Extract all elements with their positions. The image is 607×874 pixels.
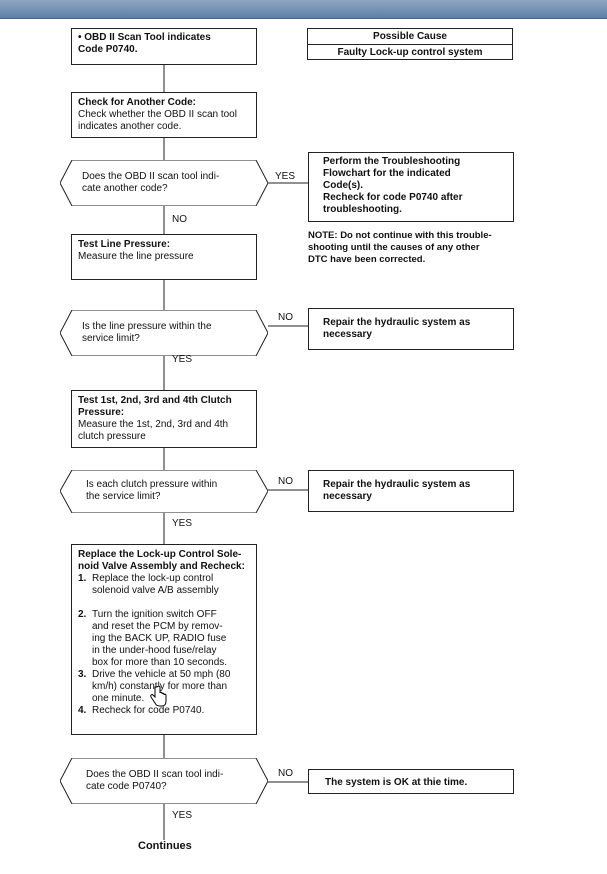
check-another-code-box: Check for Another Code: Check whether th… (71, 92, 257, 138)
replace-solenoid-box: Replace the Lock-up Control Sole- noid V… (71, 544, 257, 735)
perform-troubleshooting-box: Perform the Troubleshooting Flowchart fo… (308, 152, 514, 222)
decision-line-pressure-line-1: Is the line pressure within the (82, 321, 212, 332)
flow-connectors (163, 65, 308, 840)
step-line: km/h) constantly for more than (92, 681, 228, 692)
repair1-line-2: necessary (323, 329, 372, 340)
replace-title-2: noid Valve Assembly and Recheck: (78, 561, 245, 572)
step-line: solenoid valve A/B assembly (92, 585, 219, 596)
line-pressure-title: Test Line Pressure: (78, 239, 171, 250)
clutch-pressure-box: Test 1st, 2nd, 3rd and 4th Clutch Pressu… (71, 390, 257, 448)
no-label-q2: NO (278, 312, 293, 323)
step-line: and reset the PCM by remov- (92, 621, 223, 632)
note-line-2: shooting until the causes of any other (308, 242, 480, 253)
step-line: box for more than 10 seconds. (92, 657, 228, 668)
check-another-code-body: Check whether the OBD II scan tool indic… (78, 109, 237, 132)
note-line-1: NOTE: Do not continue with this trouble- (308, 230, 492, 241)
possible-cause-table: Possible Cause Faulty Lock-up control sy… (307, 28, 513, 60)
no-label-q1: NO (172, 214, 187, 225)
repair2-line-1: Repair the hydraulic system as (323, 479, 471, 490)
yes-label-q3: YES (172, 518, 193, 529)
decision-line-pressure-line-2: service limit? (82, 333, 140, 344)
replace-title-1: Replace the Lock-up Control Sole- (78, 549, 242, 560)
yes-label-q4: YES (172, 810, 193, 821)
decision-clutch-pressure: Is each clutch pressure within the servi… (60, 470, 268, 513)
step-line: Recheck for code P0740. (92, 705, 205, 716)
check-another-code-title: Check for Another Code: (78, 97, 196, 108)
step-line: Drive the vehicle at 50 mph (80 (92, 669, 231, 680)
step-line: Turn the ignition switch OFF (92, 609, 217, 620)
perform-line-2: Flowchart for the indicated (323, 168, 451, 179)
step-line: ing the BACK UP, RADIO fuse (92, 633, 227, 644)
line-pressure-box: Test Line Pressure: Measure the line pre… (71, 234, 257, 280)
clutch-pressure-body-2: clutch pressure (78, 431, 146, 442)
perform-line-3: Code(s). (323, 180, 363, 191)
perform-line-1: Perform the Troubleshooting (323, 156, 461, 167)
step-line: Replace the lock-up control (92, 573, 214, 584)
system-ok-text: The system is OK at thie time. (325, 777, 468, 788)
step-number: 2. (78, 609, 87, 620)
decision-code-p0740-line-2: cate code P0740? (86, 781, 167, 792)
note-line-3: DTC have been corrected. (308, 254, 426, 265)
repair2-line-2: necessary (323, 491, 372, 502)
clutch-pressure-body-1: Measure the 1st, 2nd, 3rd and 4th (78, 419, 229, 430)
start-box: • OBD II Scan Tool indicates Code P0740. (71, 28, 257, 65)
repair-hydraulic-box-1: Repair the hydraulic system as necessary (308, 308, 514, 350)
start-box-line-2: Code P0740. (78, 44, 138, 55)
no-label-q3: NO (278, 476, 293, 487)
note-text: NOTE: Do not continue with this trouble-… (308, 230, 492, 266)
perform-line-4: Recheck for code P0740 after (323, 192, 463, 203)
step-number: 4. (78, 705, 87, 716)
step-line: in the under-hood fuse/relay (92, 645, 217, 656)
possible-cause-header: Possible Cause (308, 29, 512, 45)
step-line: one minute. (92, 693, 145, 704)
system-ok-box: The system is OK at thie time. (308, 769, 514, 794)
decision-another-code-line-2: cate another code? (82, 183, 168, 194)
replace-step-1: 1. Replace the lock-up control solenoid … (78, 573, 250, 597)
start-box-line-1: • OBD II Scan Tool indicates (78, 32, 211, 43)
yes-label-q2: YES (172, 354, 193, 365)
clutch-pressure-title-2: Pressure: (78, 407, 125, 418)
step-number: 1. (78, 573, 87, 584)
possible-cause-value: Faulty Lock-up control system (337, 47, 483, 58)
window-title-bar (0, 0, 607, 19)
repair-hydraulic-box-2: Repair the hydraulic system as necessary (308, 470, 514, 512)
no-label-q4: NO (278, 768, 293, 779)
clutch-pressure-title-1: Test 1st, 2nd, 3rd and 4th Clutch (78, 395, 232, 406)
replace-step-2: 2. Turn the ignition switch OFF and rese… (78, 609, 250, 669)
replace-step-4: 4. Recheck for code P0740. (78, 705, 250, 717)
perform-line-5: troubleshooting. (323, 204, 402, 215)
step-number: 3. (78, 669, 87, 680)
repair1-line-1: Repair the hydraulic system as (323, 317, 471, 328)
decision-code-p0740-line-1: Does the OBD II scan tool indi- (86, 769, 224, 780)
flowchart-page: • OBD II Scan Tool indicates Code P0740.… (0, 18, 607, 874)
line-pressure-body: Measure the line pressure (78, 251, 194, 262)
yes-label-q1: YES (275, 171, 296, 182)
decision-code-p0740: Does the OBD II scan tool indi- cate cod… (60, 758, 268, 804)
hand-pointer-cursor (149, 685, 167, 713)
decision-another-code: Does the OBD II scan tool indi- cate ano… (60, 160, 268, 206)
decision-clutch-pressure-line-1: Is each clutch pressure within (86, 479, 218, 490)
continues-label: Continues (138, 840, 192, 852)
decision-another-code-line-1: Does the OBD II scan tool indi- (82, 171, 220, 182)
decision-line-pressure: Is the line pressure within the service … (60, 310, 268, 356)
decision-clutch-pressure-line-2: the service limit? (86, 491, 161, 502)
